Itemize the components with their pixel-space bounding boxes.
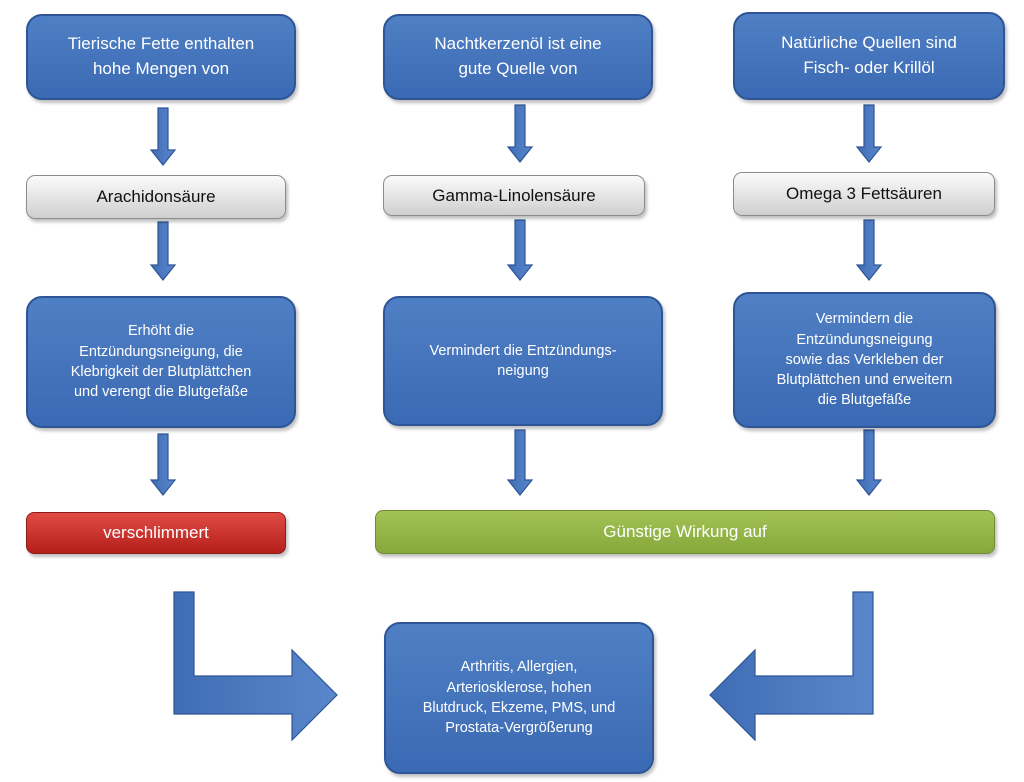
acid-label: Arachidonsäure — [96, 187, 216, 206]
source-text: Nachtkerzenöl ist eine gute Quelle von — [434, 34, 602, 78]
effect-text: Vermindert die Entzündungs- neigung — [429, 342, 617, 379]
source-text: Natürliche Quellen sind Fisch- oder Kril… — [781, 33, 957, 77]
bent-arrow-left-icon — [709, 591, 874, 742]
down-arrow-icon — [506, 429, 534, 496]
down-arrow-icon — [855, 219, 883, 281]
source-box-fish-oil: Natürliche Quellen sind Fisch- oder Kril… — [733, 12, 1005, 100]
effect-box-gamma-linolenic: Vermindert die Entzündungs- neigung — [383, 296, 663, 426]
conditions-box: Arthritis, Allergien, Arteriosklerose, h… — [384, 622, 654, 774]
outcome-bad-label: verschlimmert — [103, 523, 209, 542]
down-arrow-icon — [149, 107, 177, 166]
effect-box-omega3: Vermindern die Entzündungsneigung sowie … — [733, 292, 996, 428]
effect-box-arachidonic: Erhöht die Entzündungsneigung, die Klebr… — [26, 296, 296, 428]
down-arrow-icon — [149, 221, 177, 281]
conditions-text: Arthritis, Allergien, Arteriosklerose, h… — [422, 659, 616, 737]
down-arrow-icon — [506, 104, 534, 163]
outcome-good-label: Günstige Wirkung auf — [603, 522, 767, 541]
bent-arrow-right-icon — [173, 591, 338, 742]
source-text: Tierische Fette enthalten hohe Mengen vo… — [67, 34, 255, 78]
source-box-animal-fats: Tierische Fette enthalten hohe Mengen vo… — [26, 14, 296, 100]
effect-text: Vermindern die Entzündungsneigung sowie … — [776, 311, 953, 409]
down-arrow-icon — [855, 429, 883, 496]
acid-box-omega3: Omega 3 Fettsäuren — [733, 172, 995, 216]
down-arrow-icon — [855, 104, 883, 163]
acid-box-arachidonic: Arachidonsäure — [26, 175, 286, 219]
source-box-evening-primrose: Nachtkerzenöl ist eine gute Quelle von — [383, 14, 653, 100]
acid-label: Omega 3 Fettsäuren — [786, 184, 942, 203]
down-arrow-icon — [506, 219, 534, 281]
outcome-good-bar: Günstige Wirkung auf — [375, 510, 995, 554]
outcome-bad-bar: verschlimmert — [26, 512, 286, 554]
acid-box-gamma-linolenic: Gamma-Linolensäure — [383, 175, 645, 216]
down-arrow-icon — [149, 433, 177, 496]
effect-text: Erhöht die Entzündungsneigung, die Klebr… — [70, 323, 252, 401]
acid-label: Gamma-Linolensäure — [432, 185, 596, 205]
